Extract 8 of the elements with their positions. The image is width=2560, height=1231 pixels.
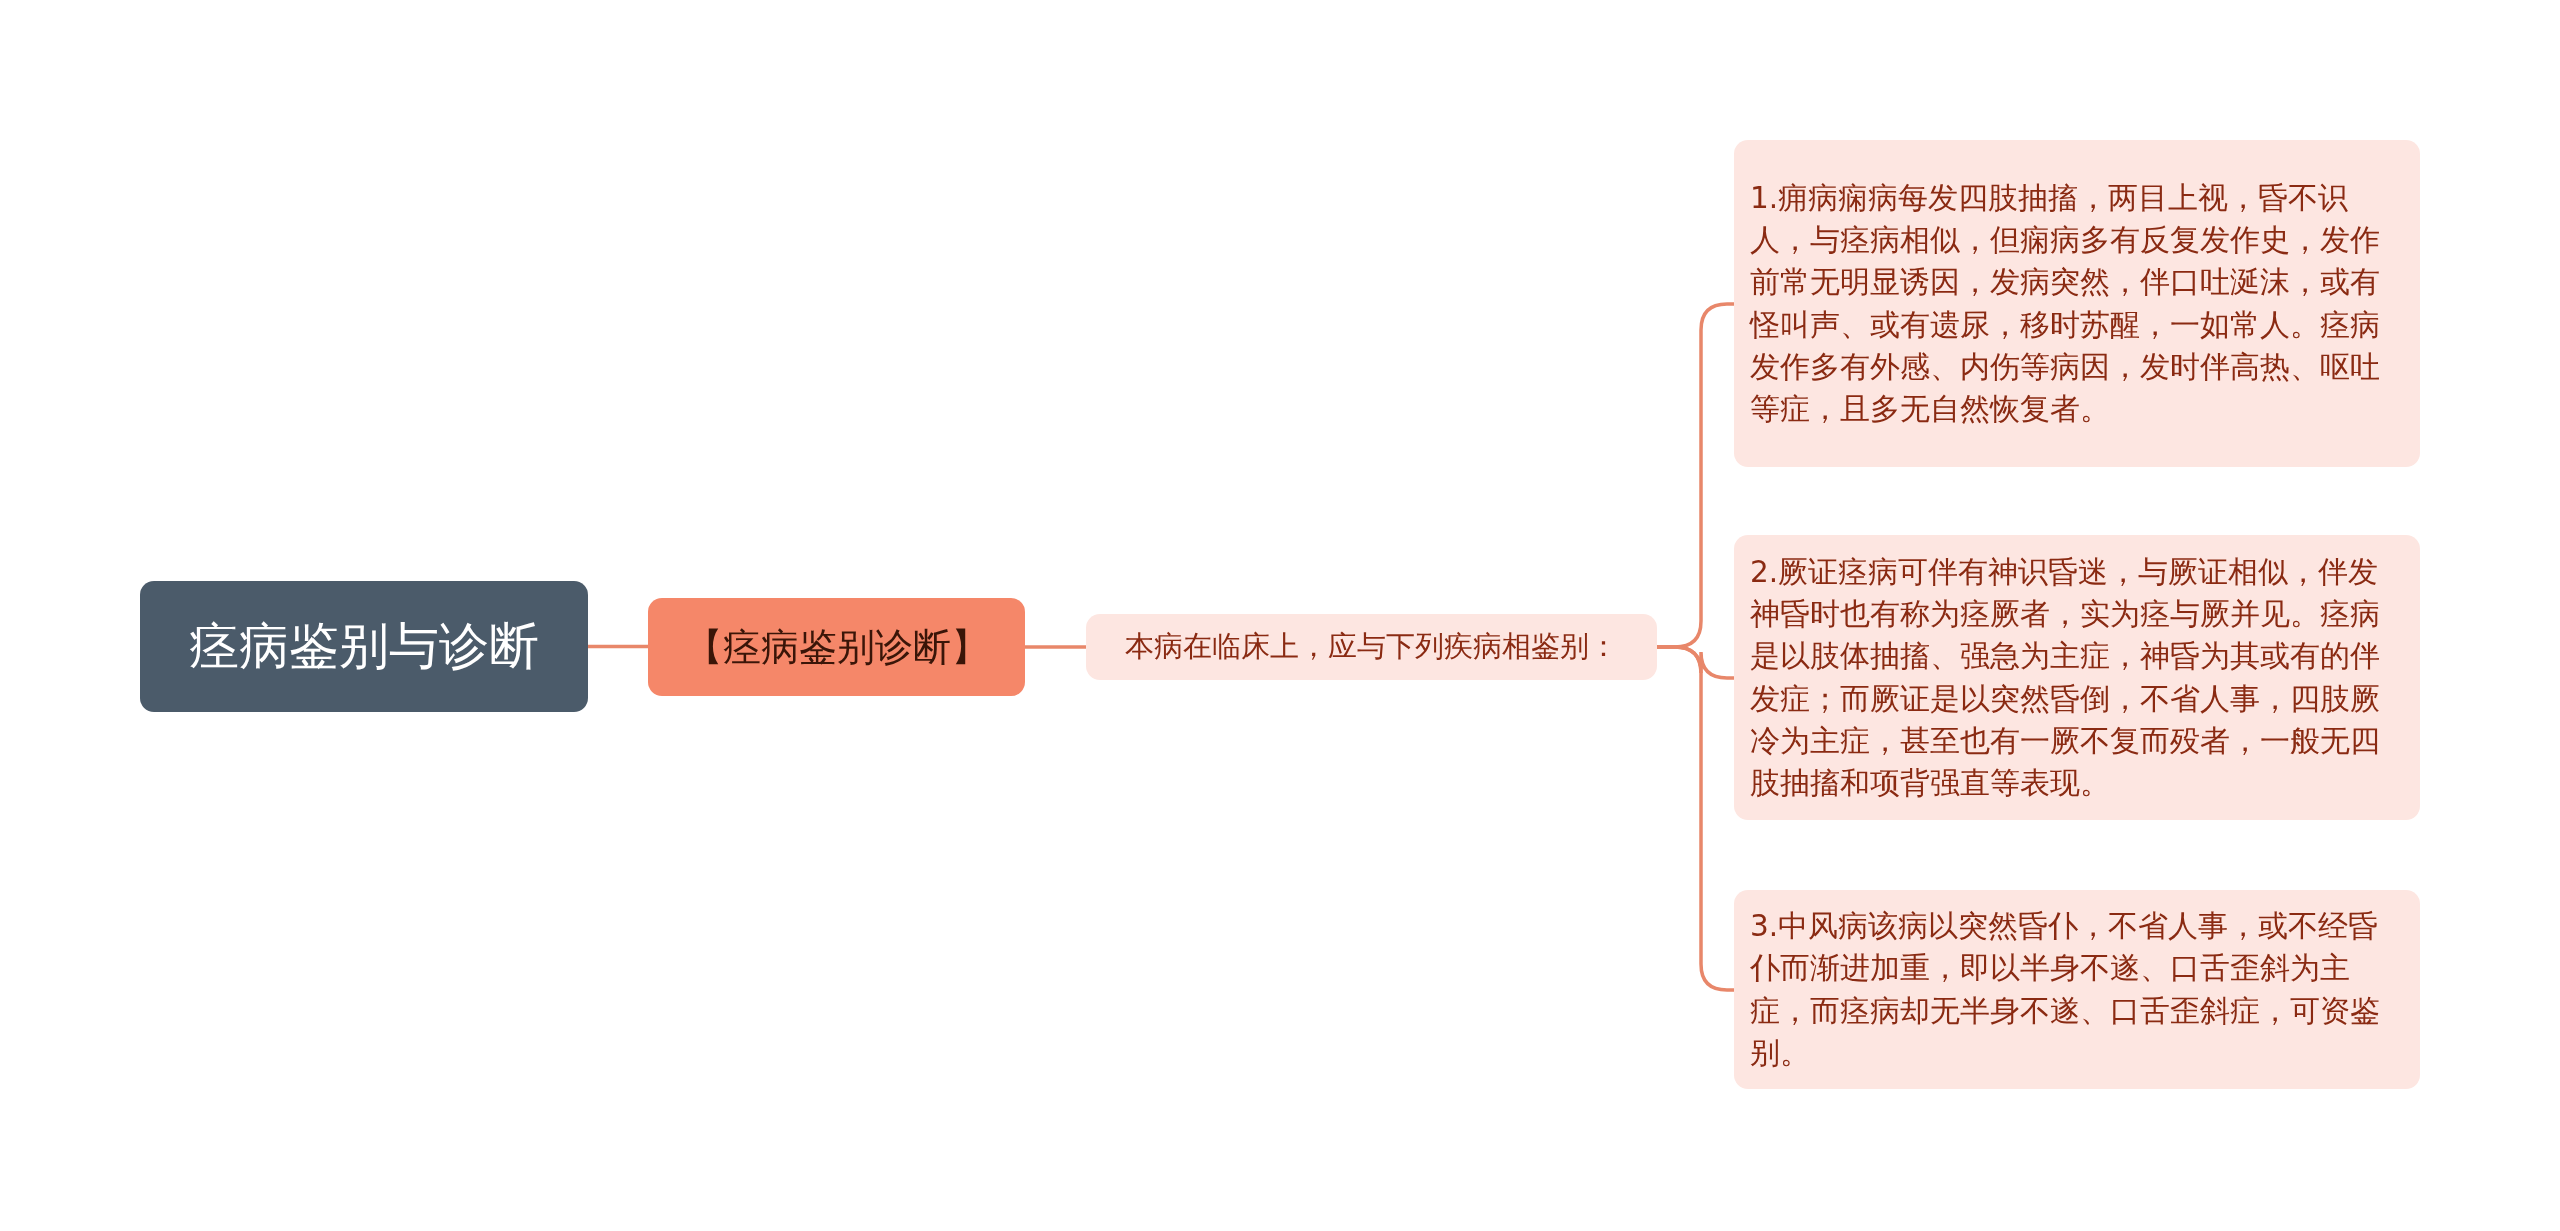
root-topic-box: 痉病鉴别与诊断 <box>140 581 588 712</box>
text-box: 2.厥证痉病可伴有神识昏迷，与厥证相似，伴发神昏时也有称为痉厥者，实为痉与厥并见。痉病是以肢体抽搐、强急为主症，神昏为其或有的伴发症；而厥证是以突然昏倒，不省人事，四肢厥冷为主症，甚至也有一厥不复而殁者，一般无四肢抽搐和项背强直等表现。 <box>1734 535 2420 820</box>
text-box: 1.痈病痫病每发四肢抽搐，两目上视，昏不识人，与痉病相似，但痫病多有反复发作史，发作前常无明显诱因，发病突然，伴口吐涎沫，或有怪叫声、或有遗尿，移时苏醒，一如常人。痉病发作多有外感、内伤等病因，发时伴高热、呕吐等症，且多无自然恢复者。 <box>1734 140 2420 467</box>
text-box: 3.中风病该病以突然昏仆，不省人事，或不经昏仆而渐进加重，即以半身不遂、口舌歪斜为主症，而痉病却无半身不遂、口舌歪斜症，可资鉴别。 <box>1734 890 2420 1089</box>
main-topic-box: 【痉病鉴别诊断】 <box>648 598 1025 696</box>
connector-line <box>588 644 648 649</box>
subtopic-box: 本病在临床上，应与下列疾病相鉴别： <box>1086 614 1657 680</box>
connector-line <box>1025 645 1086 649</box>
